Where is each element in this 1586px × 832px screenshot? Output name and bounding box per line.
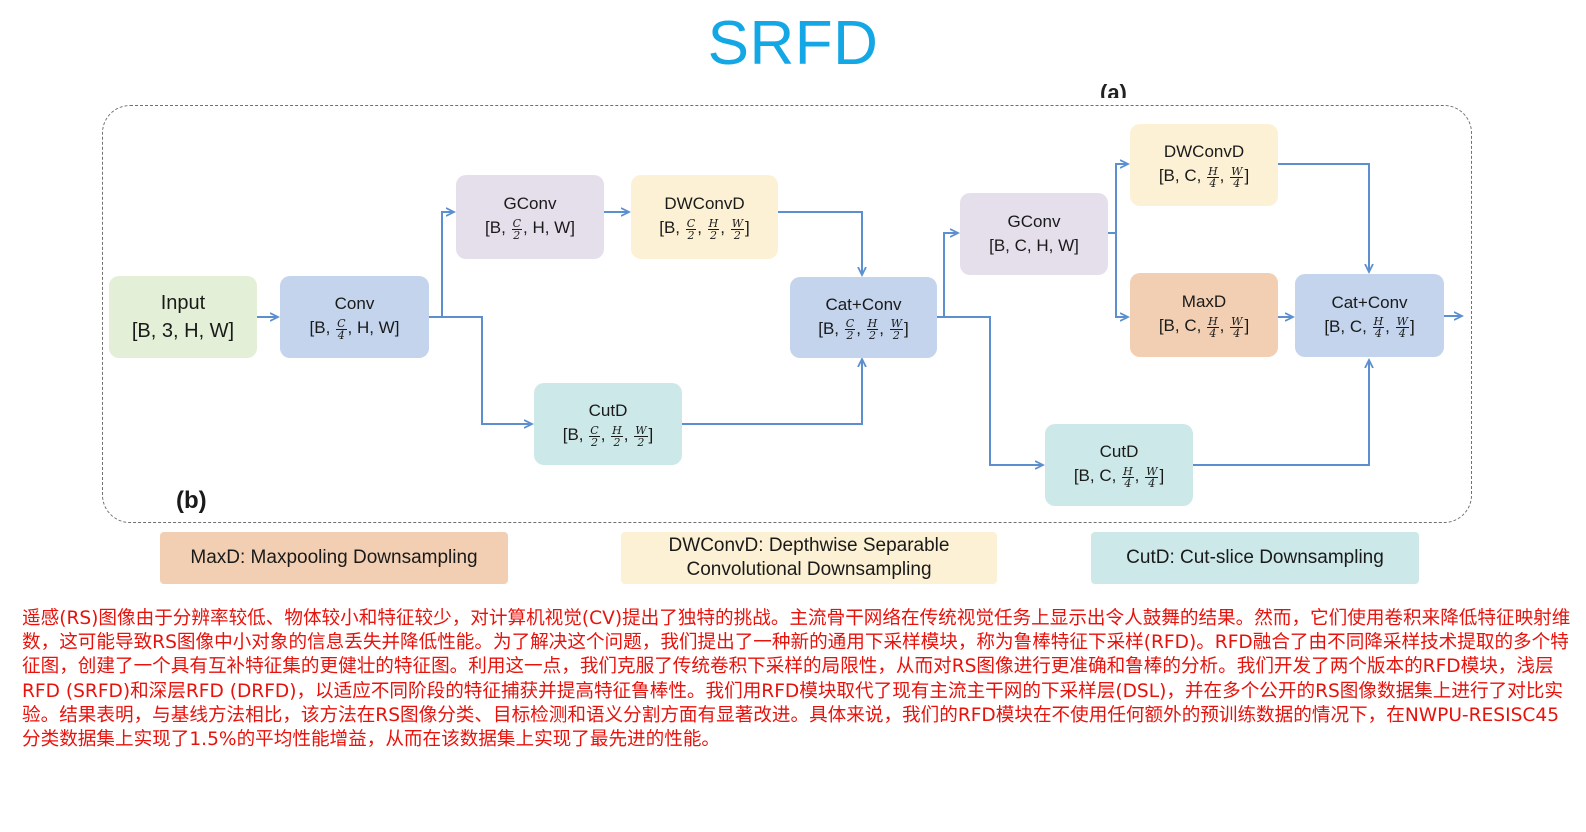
node-cutd-2-label: CutD — [1099, 442, 1139, 462]
node-input-label: Input — [160, 292, 206, 314]
edge-conv-gconv — [429, 212, 454, 318]
edge-dwconvd2-catconv2 — [1278, 163, 1369, 272]
node-dwconvd-1-label: DWConvD — [664, 194, 745, 214]
edge-conv-cutd — [429, 316, 532, 424]
node-input: Input [B, 3, H, W] — [109, 276, 257, 358]
clipped-panel-label: (a) — [1100, 84, 1127, 98]
abstract-text: 遥感(RS)图像由于分辨率较低、物体较小和特征较少，对计算机视觉(CV)提出了独… — [22, 608, 1571, 751]
node-conv-label: Conv — [334, 294, 375, 314]
edge-catconv-cutd2 — [937, 316, 1043, 465]
edge-catconv-gconv2 — [937, 233, 958, 318]
legend-dwconvd: DWConvD: Depthwise Separable Convolution… — [621, 532, 997, 584]
edge-cutd-catconv — [682, 359, 862, 425]
legend-cutd: CutD: Cut-slice Downsampling — [1091, 532, 1419, 584]
node-catconv-1-label: Cat+Conv — [825, 294, 902, 314]
node-input-shape: [B, 3, H, W] — [131, 320, 235, 342]
node-cutd-1-label: CutD — [588, 401, 628, 421]
legend-maxd-text: MaxD: Maxpooling Downsampling — [190, 547, 478, 568]
legend-dwconvd-line2: Convolutional Downsampling — [686, 559, 932, 580]
node-gconv-1-label: GConv — [503, 194, 557, 214]
legend-maxd: MaxD: Maxpooling Downsampling — [160, 532, 508, 584]
edge-dwconvd-catconv — [778, 211, 862, 275]
edge-cutd2-catconv2 — [1193, 360, 1369, 466]
node-maxd-label: MaxD — [1181, 292, 1227, 312]
node-dwconvd-2-label: DWConvD — [1163, 142, 1245, 162]
legend-cutd-text: CutD: Cut-slice Downsampling — [1126, 547, 1384, 568]
node-gconv-2: GConv [B, C, H, W] — [960, 193, 1108, 275]
edge-gconv2-dwconvd2 — [1108, 164, 1128, 234]
page-title: SRFD — [707, 9, 879, 78]
legend-dwconvd-line1: DWConvD: Depthwise Separable — [668, 535, 950, 556]
node-gconv-2-label: GConv — [1007, 212, 1061, 231]
node-catconv-2-label: Cat+Conv — [1331, 292, 1408, 312]
panel-label: (b) — [176, 487, 207, 514]
diagram-frame — [102, 105, 1472, 523]
node-gconv-2-shape: [B, C, H, W] — [989, 236, 1079, 255]
edge-gconv2-maxd — [1108, 232, 1128, 317]
